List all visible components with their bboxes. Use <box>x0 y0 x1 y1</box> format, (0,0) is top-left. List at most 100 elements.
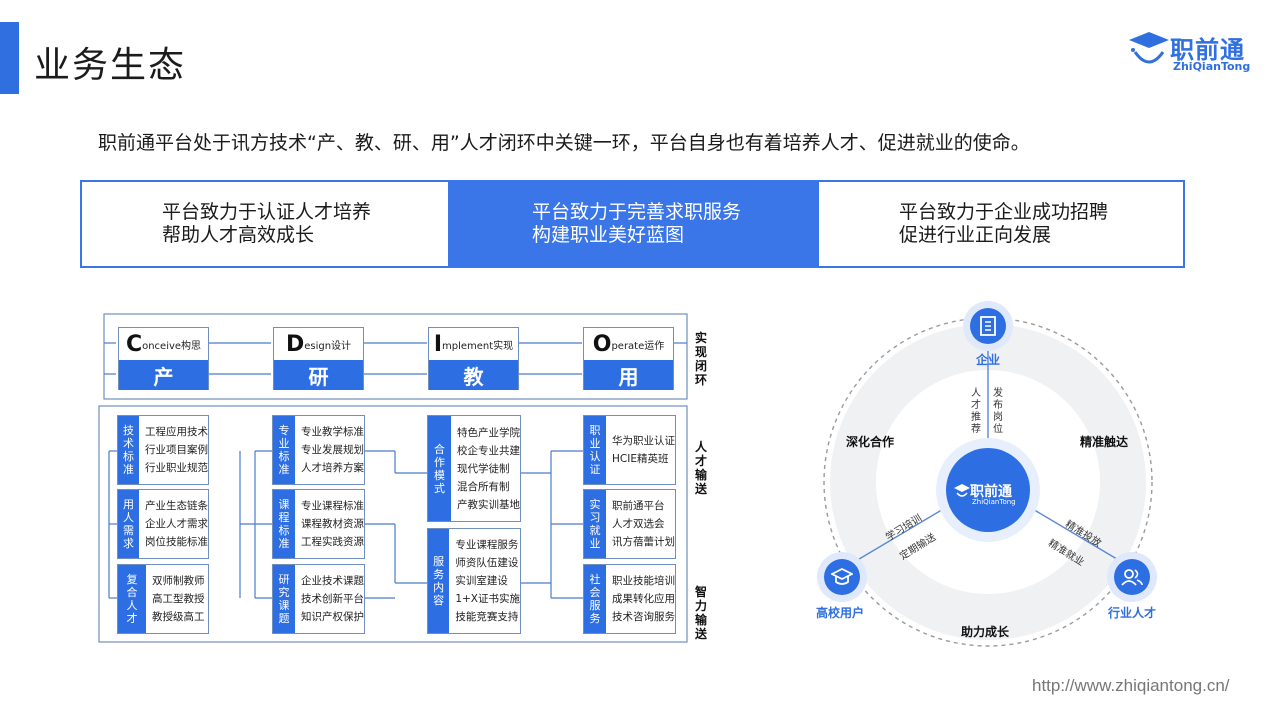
group-item: 技术创新平台 <box>301 593 364 605</box>
cdio-word: onceive构思 <box>142 340 202 352</box>
side-label-smart: 智力输送 <box>694 585 707 641</box>
cdio-connectors <box>98 313 688 643</box>
logo-text: 职前通 <box>1170 36 1245 64</box>
center-logo-text: 职前通 <box>970 484 1012 500</box>
spoke-label: 发布岗位 <box>993 388 1003 435</box>
group-item: 专业课程标准 <box>301 500 364 512</box>
group-research-topic: 研究课题 企业技术课题 技术创新平台 知识产权保护 <box>272 564 365 634</box>
group-item: 特色产业学院 <box>457 426 520 439</box>
group-item: 产教实训基地 <box>457 498 520 511</box>
side-label-loop: 实现闭环 <box>694 331 707 387</box>
building-icon <box>980 316 996 336</box>
group-tag: 研究课题 <box>273 565 295 633</box>
group-item: 双师制教师 <box>152 575 205 587</box>
side-label-talent: 人才输送 <box>694 440 707 496</box>
cdio-cn: 研 <box>274 360 363 390</box>
group-item: 实训室建设 <box>455 575 508 587</box>
mission-line: 促进行业正向发展 <box>899 224 1052 246</box>
group-item: 人才培养方案 <box>301 462 364 474</box>
group-item: 企业技术课题 <box>301 575 364 587</box>
mission-line: 平台致力于认证人才培养 <box>162 201 372 223</box>
group-item: 行业职业规范 <box>145 462 208 474</box>
group-tag: 技术标准 <box>118 416 139 484</box>
group-item: 产业生态链条 <box>145 500 208 512</box>
group-item: 高工型教授 <box>152 593 205 605</box>
group-item: 现代学徒制 <box>457 462 510 475</box>
group-item: 教授级高工 <box>152 611 205 623</box>
logo-subtext: ZhiQianTong <box>1173 60 1251 73</box>
cdio-cn: 教 <box>429 360 518 390</box>
group-certification: 职业认证 华为职业认证 HCIE精英班 <box>583 415 676 485</box>
group-item: 混合所有制 <box>457 480 510 493</box>
group-course-standard: 课程标准 专业课程标准 课程教材资源 工程实践资源 <box>272 489 365 559</box>
ecosystem-diagram <box>817 301 1157 647</box>
group-tag: 实习就业 <box>584 490 606 558</box>
group-tag: 复合人才 <box>118 565 146 633</box>
group-item: 校企专业共建 <box>457 444 520 457</box>
cdio-cn: 产 <box>119 360 208 390</box>
cdio-cn: 用 <box>584 360 673 390</box>
footer-url[interactable]: http://www.zhiqiantong.cn/ <box>1032 676 1230 695</box>
node-label-school: 高校用户 <box>816 606 865 620</box>
group-tag: 课程标准 <box>273 490 295 558</box>
node-label-enterprise: 企业 <box>976 353 1001 367</box>
cdio-letter: C <box>125 331 143 357</box>
page-title: 业务生态 <box>34 45 187 86</box>
group-item: 岗位技能标准 <box>145 536 208 548</box>
group-item: 专业教学标准 <box>301 426 364 438</box>
group-item: 人才双选会 <box>612 518 665 530</box>
cdio-letter: D <box>285 331 305 357</box>
center-logo-subtext: ZhiQianTong <box>972 498 1016 506</box>
group-item: 职业技能培训 <box>612 575 675 587</box>
spoke-label: 人才推荐 <box>971 388 981 435</box>
arc-label-reach: 精准触达 <box>1080 435 1129 449</box>
group-item: 技术咨询服务 <box>612 611 675 623</box>
logo-mark-icon <box>1129 32 1169 64</box>
group-item: 专业课程服务 <box>455 539 519 551</box>
group-item: 师资队伍建设 <box>455 557 519 569</box>
cdio-letter: O <box>592 331 612 357</box>
group-tech-standard: 技术标准 工程应用技术 行业项目案例 行业职业规范 <box>117 415 209 485</box>
group-item: 技能竞赛支持 <box>455 611 519 623</box>
group-item: 专业发展规划 <box>301 444 364 456</box>
mission-card-talent: 平台致力于认证人才培养 帮助人才高效成长 <box>80 180 450 268</box>
people-icon <box>1121 569 1143 586</box>
group-social-service: 社会服务 职业技能培训 成果转化应用 技术咨询服务 <box>583 564 676 634</box>
group-item: 企业人才需求 <box>145 518 208 530</box>
group-item: 课程教材资源 <box>301 518 364 530</box>
group-item: HCIE精英班 <box>612 453 669 465</box>
mission-line: 平台致力于企业成功招聘 <box>899 201 1109 223</box>
arc-label-deepen: 深化合作 <box>846 435 895 449</box>
group-item: 华为职业认证 <box>612 435 675 447</box>
group-cooperation-mode: 合作模式 特色产业学院 校企专业共建 现代学徒制 混合所有制 产教实训基地 <box>427 415 521 522</box>
node-label-talent: 行业人才 <box>1108 606 1157 620</box>
group-tag: 职业认证 <box>584 416 606 484</box>
group-item: 讯方蓓蕾计划 <box>612 536 675 548</box>
arc-label-growth: 助力成长 <box>961 625 1010 639</box>
group-internship: 实习就业 职前通平台 人才双选会 讯方蓓蕾计划 <box>583 489 676 559</box>
group-composite-talent: 复合人才 双师制教师 高工型教授 教授级高工 <box>117 564 209 634</box>
group-item: 知识产权保护 <box>301 611 364 623</box>
cdio-word: esign设计 <box>304 340 352 352</box>
group-item: 工程实践资源 <box>301 536 364 548</box>
group-major-standard: 专业标准 专业教学标准 专业发展规划 人才培养方案 <box>272 415 365 485</box>
mission-card-job: 平台致力于完善求职服务 构建职业美好蓝图 <box>450 180 817 268</box>
title-accent-bar <box>0 22 19 94</box>
group-tag: 服务内容 <box>428 529 450 633</box>
mission-line: 平台致力于完善求职服务 <box>532 201 742 223</box>
group-item: 职前通平台 <box>612 500 665 512</box>
group-tag: 专业标准 <box>273 416 295 484</box>
group-employer-demand: 用人需求 产业生态链条 企业人才需求 岗位技能标准 <box>117 489 209 559</box>
graduation-cap-icon <box>831 567 853 585</box>
group-item: 成果转化应用 <box>612 593 675 605</box>
group-tag: 社会服务 <box>584 565 606 633</box>
group-item: 1+X证书实施 <box>455 593 520 605</box>
group-service-content: 服务内容 专业课程服务 师资队伍建设 实训室建设 1+X证书实施 技能竞赛支持 <box>427 528 521 634</box>
mission-card-recruit: 平台致力于企业成功招聘 促进行业正向发展 <box>817 180 1185 268</box>
center-logo-icon <box>954 484 970 497</box>
group-tag: 用人需求 <box>118 490 139 558</box>
